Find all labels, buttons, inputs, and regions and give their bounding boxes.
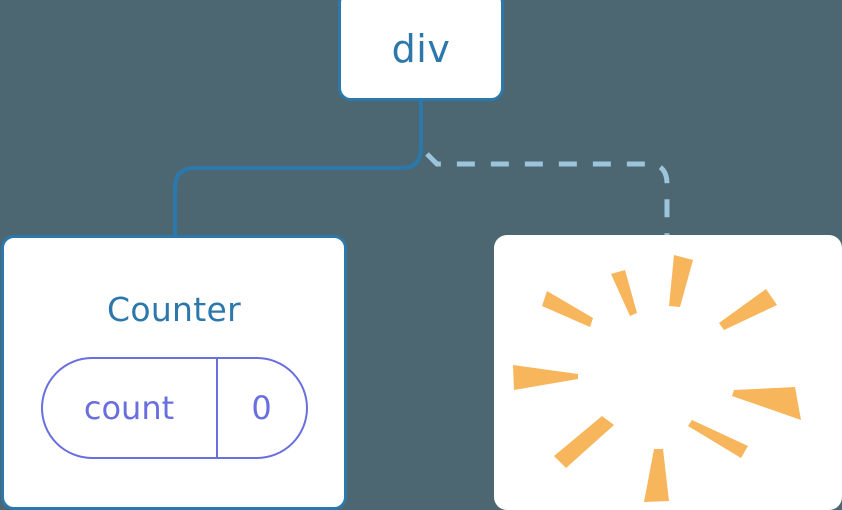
spinner-ray [513, 365, 578, 390]
spinner-ray [719, 289, 777, 330]
edge-div-to-counter [173, 98, 423, 240]
loading-spinner-icon [513, 255, 801, 502]
div-node-label: div [391, 26, 451, 71]
div-node[interactable]: div [338, 0, 504, 101]
spinner-ray [611, 270, 637, 316]
edge-div-to-spinner [425, 152, 670, 238]
counter-node-title: Counter [107, 290, 241, 329]
spinner-ray [669, 255, 693, 307]
counter-state-value: 0 [215, 359, 306, 457]
counter-state-pill[interactable]: count 0 [40, 357, 308, 459]
spinner-ray [688, 420, 748, 458]
spinner-ray [732, 387, 801, 420]
spinner-ray [542, 291, 593, 327]
spinner-ray [644, 449, 669, 502]
counter-node[interactable]: Counter count 0 [1, 235, 347, 510]
counter-state-key: count [83, 389, 175, 427]
spinner-node[interactable] [494, 235, 842, 510]
spinner-ray [554, 416, 614, 468]
